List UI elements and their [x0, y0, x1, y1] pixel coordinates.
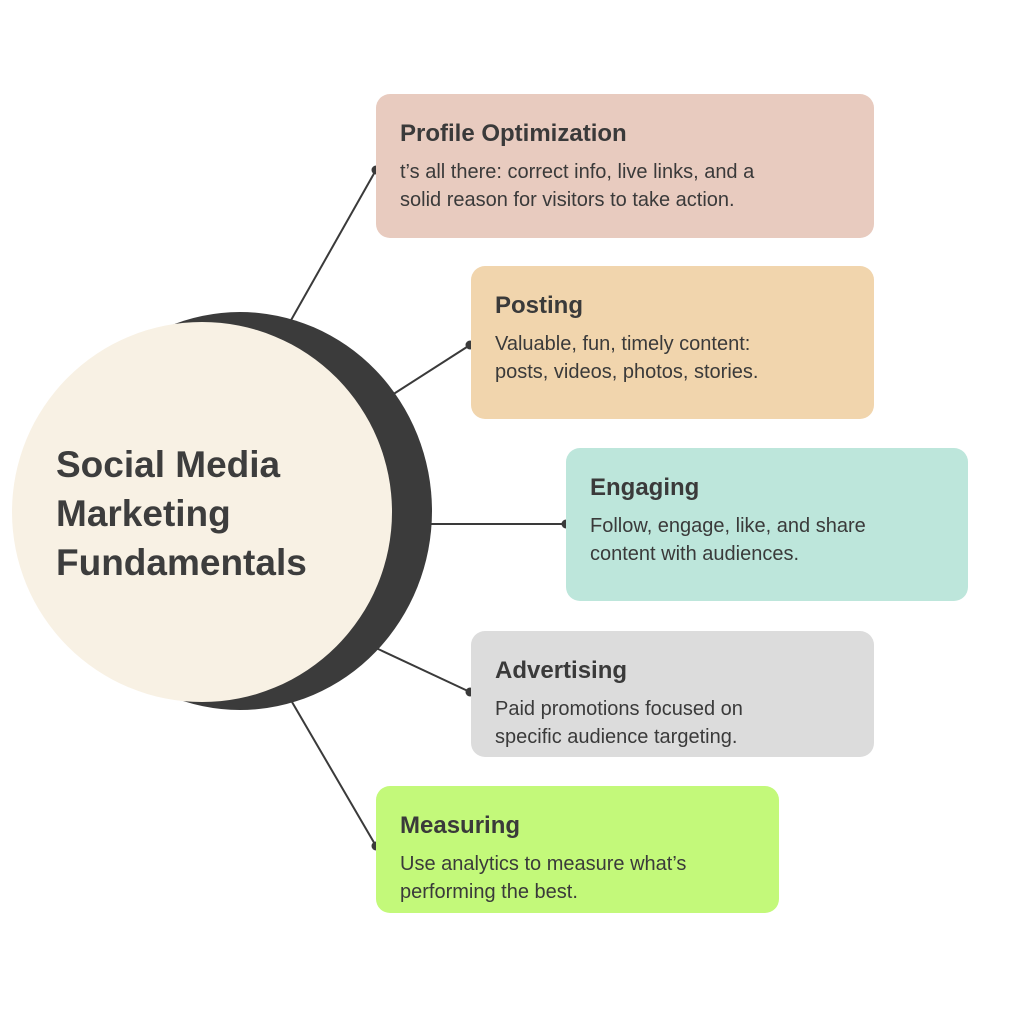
- card-description-line-2: posts, videos, photos, stories.: [495, 361, 759, 383]
- card-title: Profile Optimization: [400, 120, 627, 147]
- card-description: Use analytics to measure what’s performi…: [400, 850, 755, 906]
- connector-advertising: [375, 647, 471, 693]
- card-advertising: Advertising Paid promotions focused on s…: [471, 631, 874, 757]
- card-description-line-1: Use analytics to measure what’s: [400, 853, 687, 875]
- hub-title-line-1: Social Media: [56, 444, 281, 485]
- card-title: Advertising: [495, 657, 628, 684]
- card-description: t’s all there: correct info, live links,…: [400, 158, 850, 214]
- card-measuring: Measuring Use analytics to measure what’…: [376, 786, 779, 913]
- card-description-line-2: specific audience targeting.: [495, 726, 738, 748]
- card-title: Posting: [495, 292, 583, 319]
- card-description-line-1: Paid promotions focused on: [495, 698, 743, 720]
- hub-title-line-3: Fundamentals: [56, 542, 307, 583]
- card-description-line-1: t’s all there: correct info, live links,…: [400, 161, 755, 183]
- card-profile-optimization: Profile Optimization t’s all there: corr…: [376, 94, 874, 238]
- card-description: Valuable, fun, timely content: posts, vi…: [495, 330, 850, 386]
- connector-profile-optimization: [289, 169, 377, 323]
- card-title: Engaging: [590, 474, 700, 501]
- card-engaging: Engaging Follow, engage, like, and share…: [566, 448, 968, 601]
- card-description-line-2: content with audiences.: [590, 543, 800, 565]
- hub-title-line-2: Marketing: [56, 493, 231, 534]
- connector-measuring: [291, 701, 377, 847]
- hub-title: Social Media Marketing Fundamentals: [56, 440, 356, 587]
- hub-circle: [12, 322, 392, 702]
- card-posting: Posting Valuable, fun, timely content: p…: [471, 266, 874, 419]
- card-description: Paid promotions focused on specific audi…: [495, 695, 850, 751]
- card-description-line-2: performing the best.: [400, 881, 578, 903]
- card-description-line-2: solid reason for visitors to take action…: [400, 189, 735, 211]
- connector-posting: [391, 344, 471, 396]
- card-title: Measuring: [400, 812, 521, 839]
- card-description-line-1: Follow, engage, like, and share: [590, 515, 866, 537]
- card-description-line-1: Valuable, fun, timely content:: [495, 333, 751, 355]
- card-description: Follow, engage, like, and share content …: [590, 512, 944, 568]
